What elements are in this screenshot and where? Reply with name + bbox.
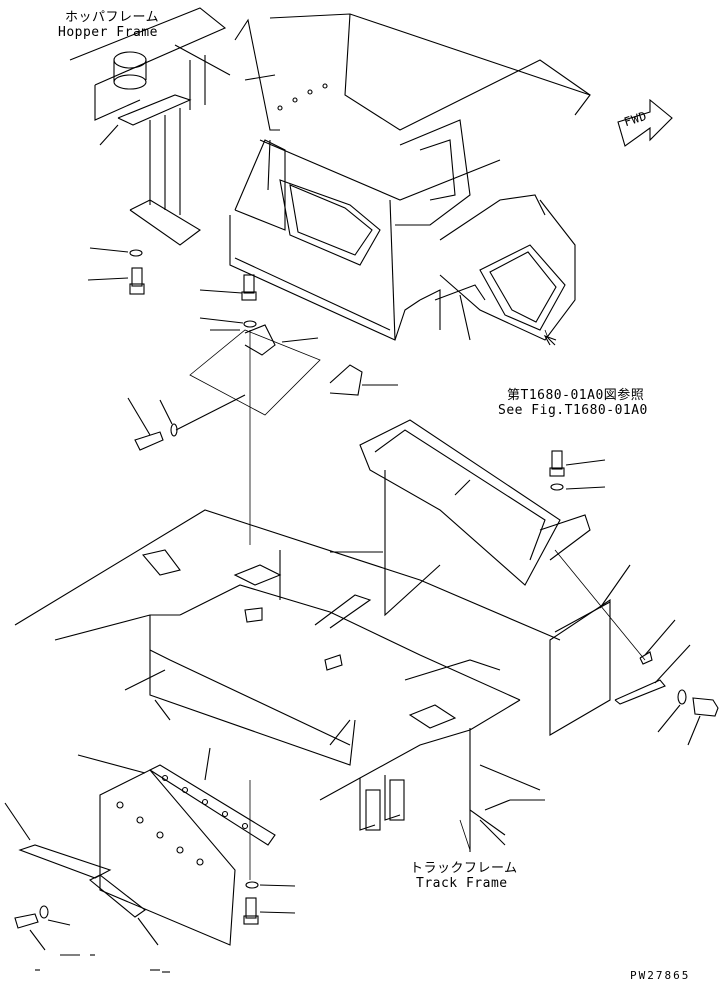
left-fastener-group xyxy=(87,247,398,545)
left-flap-part xyxy=(4,747,296,973)
chute-part xyxy=(330,419,646,661)
drawing-number: PW27865 xyxy=(630,969,691,982)
hopper-assembly xyxy=(174,13,591,346)
see-fig-label-en: See Fig.T1680-01A0 xyxy=(498,403,648,418)
hopper-frame-label-jp: ホッパフレーム xyxy=(65,10,160,25)
track-frame-label-en: Track Frame xyxy=(416,876,508,891)
right-flap-part xyxy=(549,564,719,746)
track-frame-label-jp: トラックフレーム xyxy=(410,861,518,876)
see-fig-label-jp: 第T1680-01A0図参照 xyxy=(507,388,645,403)
track-frame-part xyxy=(14,509,561,880)
forward-arrow-icon xyxy=(617,98,673,147)
hopper-frame-label-en: Hopper Frame xyxy=(58,25,158,40)
hopper-frame-part xyxy=(69,7,227,246)
